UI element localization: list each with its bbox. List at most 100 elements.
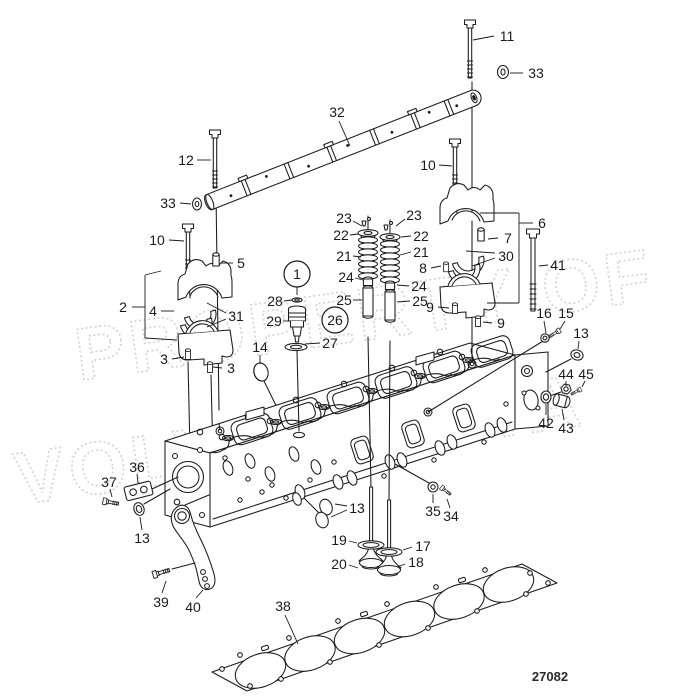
callout-label-41: 41 (550, 257, 566, 273)
valve-stack-left (357, 216, 379, 319)
callout-label-18: 18 (408, 554, 424, 570)
callout-label-12: 12 (178, 152, 194, 168)
callout-leader-10 (438, 164, 453, 167)
valve-guide-left (362, 285, 374, 319)
callout-leader-9 (437, 306, 450, 309)
callout-label-21: 21 (336, 248, 352, 264)
callout-leader-31 (206, 302, 227, 314)
callout-label-17: 17 (415, 538, 431, 554)
pin-9a (452, 302, 458, 314)
washer-33-top (496, 64, 510, 80)
bracket-upper-casting-right (439, 183, 495, 225)
callout-leader-7 (487, 237, 499, 240)
callout-label-6: 6 (538, 215, 546, 231)
injector-29 (287, 305, 307, 343)
callout-leader-19 (348, 540, 358, 544)
callout-leader-24 (396, 284, 410, 287)
callout-leader-28 (283, 299, 293, 302)
pin-8 (443, 261, 449, 273)
valve-seal-left (362, 276, 374, 287)
callout-leader-21 (352, 255, 362, 258)
pin-5 (212, 252, 220, 267)
callout-label-24: 24 (411, 278, 427, 294)
callout-leader-3 (171, 356, 185, 360)
callout-leader-15 (559, 320, 566, 330)
callout-leader-41 (538, 264, 549, 267)
valve-collets-right (383, 220, 394, 231)
callout-label-33: 33 (528, 65, 544, 81)
head-gasket-groove (210, 357, 500, 454)
valve-seat-17 (375, 547, 403, 557)
callout-label-32: 32 (329, 104, 345, 120)
callout-label-9: 9 (426, 299, 434, 315)
callout-label-3: 3 (227, 360, 235, 376)
callout-label-14: 14 (252, 339, 268, 355)
callout-leader-23 (352, 220, 363, 227)
fitting-36 (123, 476, 179, 502)
rear-boss-1 (245, 406, 265, 421)
rear-boss-2 (415, 351, 435, 366)
callout-leader-33 (179, 202, 192, 205)
right-end-face-details (520, 364, 541, 411)
washer-16 (540, 333, 550, 343)
callout-label-28: 28 (267, 293, 283, 309)
callout-label-42: 42 (538, 415, 554, 431)
callout-label-10: 10 (149, 232, 165, 248)
washer-33-left (191, 197, 203, 211)
callout-label-26: 26 (327, 312, 343, 328)
pin-3b (207, 361, 213, 373)
callout-label-13: 13 (349, 500, 365, 516)
callout-label-39: 39 (153, 594, 169, 610)
callout-leader-45 (581, 380, 586, 388)
callout-label-3: 3 (160, 351, 168, 367)
callout-leader-23 (395, 218, 406, 227)
plug-43 (552, 393, 571, 409)
callout-leader-11 (472, 35, 495, 41)
callout-label-19: 19 (331, 532, 347, 548)
injector-assembly (284, 297, 308, 352)
callout-leader-37 (109, 488, 113, 498)
callout-label-44: 44 (558, 366, 574, 382)
callout-leader-20 (348, 564, 359, 569)
valve-guide-right (384, 289, 396, 323)
callout-leader-17 (402, 546, 413, 551)
pin-3a (185, 348, 191, 360)
callout-label-13: 13 (573, 325, 589, 341)
callout-circle-1 (283, 260, 311, 288)
callout-label-33: 33 (160, 195, 176, 211)
left-end-face-details (171, 446, 206, 519)
callout-label-4: 4 (149, 303, 157, 319)
valve-stack-right (379, 220, 401, 323)
callout-label-30: 30 (498, 248, 514, 264)
callout-leader-2 (144, 270, 162, 276)
washer-27 (284, 342, 308, 352)
callout-label-37: 37 (101, 474, 117, 490)
callout-leader-30 (465, 250, 496, 254)
front-face-small-holes (222, 401, 509, 503)
callout-leader-22 (400, 235, 412, 238)
callout-leader-16 (543, 320, 547, 334)
callout-label-38: 38 (275, 598, 291, 614)
callout-leader-13 (577, 340, 580, 350)
front-face-ovals (222, 417, 508, 506)
callout-label-22: 22 (413, 228, 429, 244)
callout-label-1: 1 (293, 266, 301, 282)
bolt-39-line (171, 562, 196, 570)
callout-label-34: 34 (443, 508, 459, 524)
callout-label-7: 7 (504, 230, 512, 246)
callout-label-10: 10 (420, 157, 436, 173)
callout-leader-22 (349, 233, 359, 236)
callout-leader-32 (338, 120, 351, 147)
callout-leader-9 (482, 321, 493, 324)
gasket-holes (219, 567, 551, 689)
callout-leader-43 (561, 408, 565, 421)
callout-label-35: 35 (425, 503, 441, 519)
front-face-chamfer (212, 421, 513, 520)
head-gasket (211, 563, 558, 692)
callout-leader-40 (195, 589, 204, 599)
callout-label-24: 24 (338, 269, 354, 285)
bolt-34 (439, 484, 453, 497)
pin-7 (477, 227, 485, 242)
plug-13-right (570, 349, 584, 361)
callout-leader-24 (354, 277, 364, 281)
